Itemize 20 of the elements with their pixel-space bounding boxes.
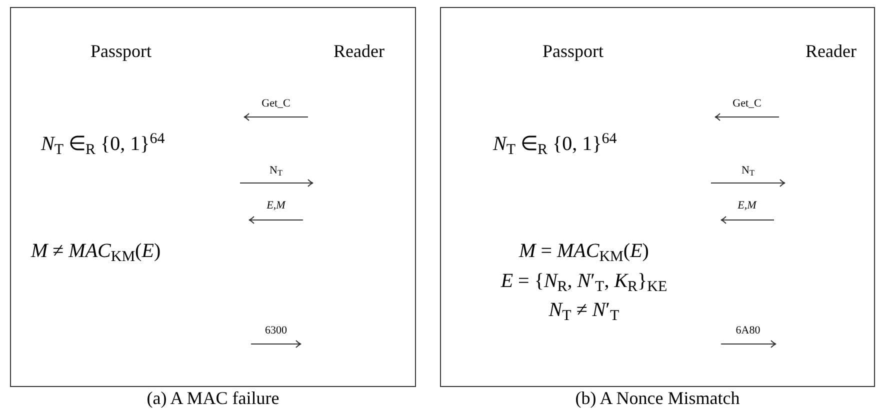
formula: N$_{T}$ ∈$_{R}$ {0, 1}$^{64}$ xyxy=(41,134,165,154)
party-name: Passport xyxy=(542,42,604,60)
formula: M ≠ MAC$_{KM}$(E) xyxy=(31,241,161,261)
party-name: Reader xyxy=(334,42,384,60)
message-label: 6300 xyxy=(265,326,287,336)
message-label: E,M xyxy=(738,200,756,212)
message-label: Get_C xyxy=(262,98,290,110)
message-label: Get_C xyxy=(732,98,762,110)
message-label: N$_{T}$ xyxy=(742,166,754,176)
panel-title: (b) A Nonce Mismatch xyxy=(575,387,740,409)
message-label: 6A80 xyxy=(736,326,760,336)
party-name: Reader xyxy=(806,42,856,60)
formula: M = MAC$_{KM}$(E) xyxy=(519,241,649,261)
message-label: E,M xyxy=(266,200,286,212)
party-name: Passport xyxy=(90,42,152,60)
message-label: N$_{T}$ xyxy=(270,166,282,176)
formula: E = {N$_{R}$, N′$_{T}$, K$_{R}$}$_{KE}$ xyxy=(500,271,668,291)
formula: N$_{T}$ ≠ N′$_{T}$ xyxy=(548,300,620,320)
formula: N$_{T}$ ∈$_{R}$ {0, 1}$^{64}$ xyxy=(493,134,617,154)
panel-title: (a) A MAC failure xyxy=(146,387,280,409)
